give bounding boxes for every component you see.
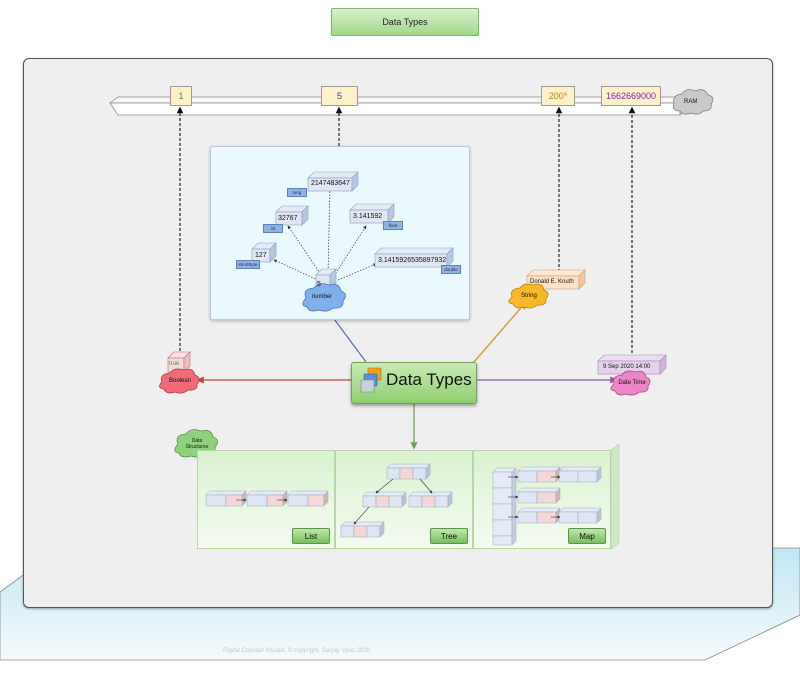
tree-link <box>419 478 433 494</box>
boolean-cloud <box>159 368 200 394</box>
title-box: Data Types <box>331 8 479 36</box>
long-value: 2147483647 <box>311 180 350 187</box>
int-tag: int <box>263 224 283 233</box>
copyright-footer: Digital Concept Visuals. © copyright, Sa… <box>223 648 370 654</box>
boolean-cube <box>167 351 191 373</box>
root-value: 5 <box>317 281 321 288</box>
ram-cell-3-value: 200* <box>548 91 568 101</box>
ram-cell-1: 1 <box>170 86 192 106</box>
tree-nodes <box>340 463 453 538</box>
number-cloud-label: number <box>311 294 333 300</box>
ram-cell-3: 200* <box>541 86 575 106</box>
float-tag: float <box>383 221 403 230</box>
datetime-value: 9 Sep 2020 14:00 <box>603 364 651 370</box>
tree-node <box>362 491 407 508</box>
map-key-column <box>492 467 517 546</box>
tree-link <box>353 506 370 525</box>
shortbyte-tag: shortByte <box>236 260 260 269</box>
center-label: Data Types <box>386 370 472 389</box>
tree-link <box>375 478 394 494</box>
string-value: Donald E. Knuth <box>530 279 574 285</box>
to-long-arrow <box>327 185 332 275</box>
to-float-arrow <box>333 225 367 277</box>
title-text: Data Types <box>382 17 428 27</box>
list-nodes <box>205 490 329 507</box>
to-shortbyte-arrow <box>273 259 319 281</box>
ram-cell-2: 5 <box>321 86 358 106</box>
map-button: Map <box>568 528 606 544</box>
datetime-cloud <box>610 370 651 396</box>
database-icon <box>360 367 382 393</box>
to-double-arrow <box>337 263 377 281</box>
tree-node <box>340 521 385 538</box>
number-panel-graphics <box>251 171 454 312</box>
boolean-cloud-label: Boolean <box>168 378 192 384</box>
structures-graphics <box>205 443 620 550</box>
double-cube <box>374 247 454 268</box>
tree-node <box>408 491 453 508</box>
float-cube <box>349 203 395 224</box>
string-cloud <box>508 283 549 309</box>
long-cube <box>307 171 359 192</box>
ram-label: RAM <box>684 99 698 105</box>
boolean-value: true <box>169 361 180 367</box>
double-tag: double <box>441 265 461 274</box>
list-node <box>246 490 288 507</box>
datetime-cloud-label: Date Time <box>618 380 646 386</box>
list-node <box>205 490 247 507</box>
center-to-string-connector <box>473 300 528 363</box>
int-value: 32767 <box>278 215 298 222</box>
list-button: List <box>292 528 330 544</box>
double-value: 3.1415926535897932 <box>378 257 447 264</box>
number-cloud <box>302 283 346 312</box>
ram-cell-2-value: 5 <box>336 91 342 101</box>
map-entry <box>517 507 561 524</box>
map-entry <box>558 466 602 483</box>
ram-cell-4-value: 1662669000 <box>605 91 657 101</box>
string-cloud-label: String <box>521 293 537 299</box>
ram-cell-4: 1662669000 <box>601 86 661 106</box>
ram-cloud <box>672 89 714 115</box>
map-entry <box>517 466 561 483</box>
list-node <box>287 490 329 507</box>
shortbyte-cube <box>251 242 277 263</box>
map-entry <box>558 507 602 524</box>
map-entry <box>517 487 561 504</box>
tree-node <box>386 463 431 480</box>
long-tag: long <box>287 188 307 197</box>
structures-cloud-label: Data Structures <box>185 438 209 450</box>
shortbyte-value: 127 <box>255 252 267 259</box>
tree-button: Tree <box>430 528 468 544</box>
int-cube <box>275 205 309 226</box>
ram-cell-1-value: 1 <box>178 91 184 101</box>
to-int-arrow <box>287 225 323 277</box>
map-entries <box>517 466 602 524</box>
float-value: 3.141592 <box>353 213 383 220</box>
